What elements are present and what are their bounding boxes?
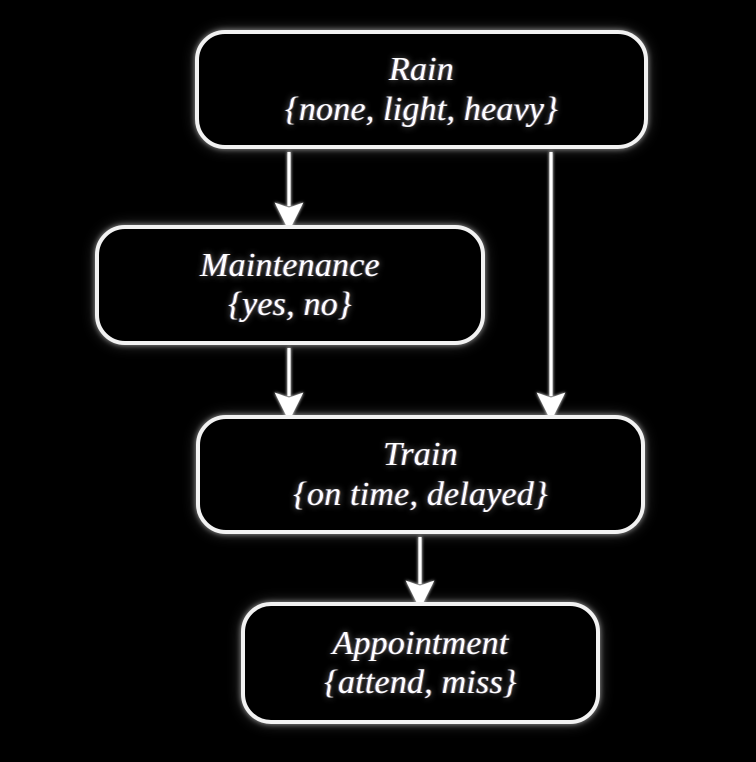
node-train: Train {on time, delayed}	[196, 415, 645, 534]
node-rain-title: Rain	[388, 51, 454, 89]
node-train-states: {on time, delayed}	[293, 475, 548, 513]
node-maintenance-title: Maintenance	[200, 246, 380, 284]
node-appointment-title: Appointment	[332, 624, 509, 662]
node-rain-states: {none, light, heavy}	[285, 90, 558, 128]
node-maintenance-states: {yes, no}	[228, 286, 352, 323]
node-appointment: Appointment {attend, miss}	[241, 602, 600, 724]
node-appointment-states: {attend, miss}	[324, 664, 517, 701]
node-maintenance: Maintenance {yes, no}	[95, 225, 485, 345]
node-train-title: Train	[383, 436, 458, 474]
node-rain: Rain {none, light, heavy}	[195, 30, 648, 149]
